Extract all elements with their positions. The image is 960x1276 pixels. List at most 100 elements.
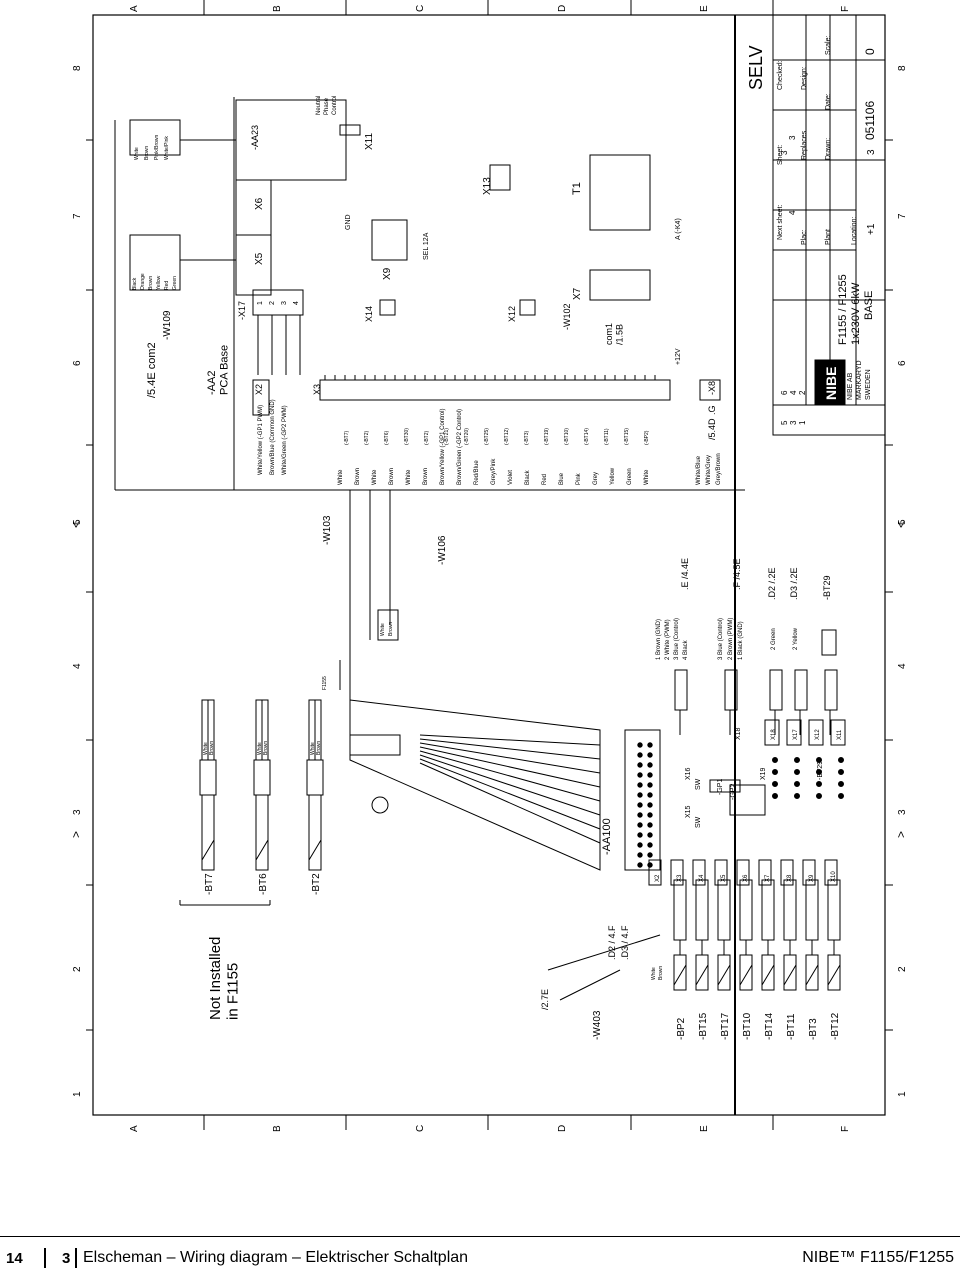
wire-label: White — [203, 742, 209, 755]
replaces-label: Replaces — [801, 130, 808, 160]
bottom-sensor-label: -BT10 — [742, 1012, 753, 1040]
bottom-sensor — [717, 954, 731, 991]
w109-wire: White — [134, 147, 140, 160]
aa100-pin — [637, 772, 643, 778]
x12-label: X12 — [507, 306, 517, 322]
bottom-sensor — [827, 954, 841, 991]
x3-wire-label: Brown — [423, 468, 429, 485]
x3-sensor-label: (-BT25) — [484, 428, 490, 445]
right-x-pin — [794, 769, 800, 775]
x3-wire-label: Brown/Yellow (-GP1 Control) — [440, 409, 446, 485]
right-plug — [674, 669, 688, 711]
x19-label: X19 — [760, 767, 767, 780]
x17-pin: 4 — [293, 301, 300, 305]
w403-label: -W403 — [592, 1010, 603, 1040]
right-x-label: X12 — [815, 729, 821, 740]
x3-wire-label: Violet — [508, 470, 514, 485]
x2-pin-label: White/Yellow (-GP1 PWM) — [258, 405, 264, 475]
product-name: F1155 / F1255 — [837, 274, 849, 345]
aa100-pin — [637, 822, 643, 828]
x13-connector — [489, 164, 511, 191]
bottom-x-label: X4 — [699, 874, 705, 882]
x3-wire-label: Brown — [389, 468, 395, 485]
row-label-left: 1 — [72, 1091, 83, 1097]
bottom-x-header — [648, 859, 662, 886]
sensor-symbol — [308, 839, 322, 861]
row-label-right: 8 — [897, 65, 908, 71]
aa100-pin — [637, 852, 643, 858]
x3-wire-label: Grey — [593, 472, 599, 485]
bottom-sensor — [695, 954, 709, 991]
sheet-value: 3 — [788, 135, 797, 140]
bottom-x-header — [714, 859, 728, 886]
w403-pin: Brown — [658, 966, 664, 980]
company-line: MARKARYD — [856, 360, 863, 400]
aa100-pin — [637, 752, 643, 758]
x3-sensor-label: (-BT2) — [424, 431, 430, 446]
aa100-pin — [637, 842, 643, 848]
design-label: Design: — [801, 66, 808, 90]
right-x-header — [786, 719, 802, 746]
sheet-label: Sheet: — [777, 145, 784, 165]
x16-label: X16 — [685, 767, 692, 780]
w106-label: -W106 — [437, 535, 448, 565]
w109b-wire: Black — [132, 277, 138, 290]
aa100-pin — [637, 742, 643, 748]
sensor-probe — [255, 794, 269, 871]
rev-col: 4 — [789, 390, 798, 395]
x3-sensor-label: (-BT7) — [344, 431, 350, 446]
aa100-pin — [647, 812, 653, 818]
col-label-top: C — [415, 5, 426, 12]
bottom-x-header — [824, 859, 838, 886]
location-value: +1 — [866, 223, 877, 235]
x3-wire-label: White — [338, 469, 344, 485]
nibe-logo-text: NIBE — [823, 367, 839, 400]
aa100-pin — [637, 832, 643, 838]
right-x-header — [830, 719, 846, 746]
col-label-bottom: D — [557, 1125, 568, 1132]
sensor-symbol — [805, 964, 819, 986]
w109-wire: Pink/Brown — [154, 134, 160, 160]
chevron: > — [894, 831, 908, 838]
plus12v-label: +12V — [675, 348, 682, 365]
aa100-label: -AA100 — [601, 818, 613, 855]
sensor-tag — [201, 699, 215, 761]
harness-wire — [419, 742, 601, 774]
right-x-label: X18 — [771, 729, 777, 740]
x15-label: X15 — [685, 805, 692, 818]
w403-pin: White — [651, 967, 657, 980]
selv-label: SELV — [746, 45, 766, 90]
x3-wire-label: Brown/Green (-GP2 Control) — [457, 409, 463, 485]
product-variant: 1x230V 6kW — [850, 282, 862, 345]
wire-label: Brown — [209, 741, 215, 755]
x11-label: X11 — [364, 133, 375, 150]
bottom-connector — [827, 879, 841, 941]
right-x-pin — [816, 757, 822, 763]
col-label-top: A — [129, 5, 140, 12]
aa100-pin — [647, 772, 653, 778]
bottom-sensor — [673, 954, 687, 991]
aa100-pin — [647, 792, 653, 798]
right-plug — [769, 669, 783, 711]
x18-label: X18 — [735, 727, 742, 740]
w109-plug-a — [129, 119, 181, 156]
w102-label: -W102 — [562, 303, 572, 330]
x3-sensor-label: (-BT3) — [524, 431, 530, 446]
location-label: Location: — [851, 217, 858, 245]
x3-wire-label: Grey/Pink — [491, 458, 497, 485]
bottom-x-header — [758, 859, 772, 886]
aa23-pin: Phase — [324, 97, 330, 115]
sensor-symbol — [761, 964, 775, 986]
x12-connector — [519, 299, 536, 316]
right-x-pin — [772, 769, 778, 775]
sheet-value-big: 3 — [866, 149, 877, 155]
bottom-x-header — [802, 859, 816, 886]
gp1-connector — [709, 779, 741, 793]
aa100-pin — [647, 802, 653, 808]
right-x-pin — [794, 793, 800, 799]
x14-connector — [379, 299, 396, 316]
aa100-pin — [637, 812, 643, 818]
t1-transformer — [589, 154, 651, 231]
row-label-left: 6 — [72, 360, 83, 366]
